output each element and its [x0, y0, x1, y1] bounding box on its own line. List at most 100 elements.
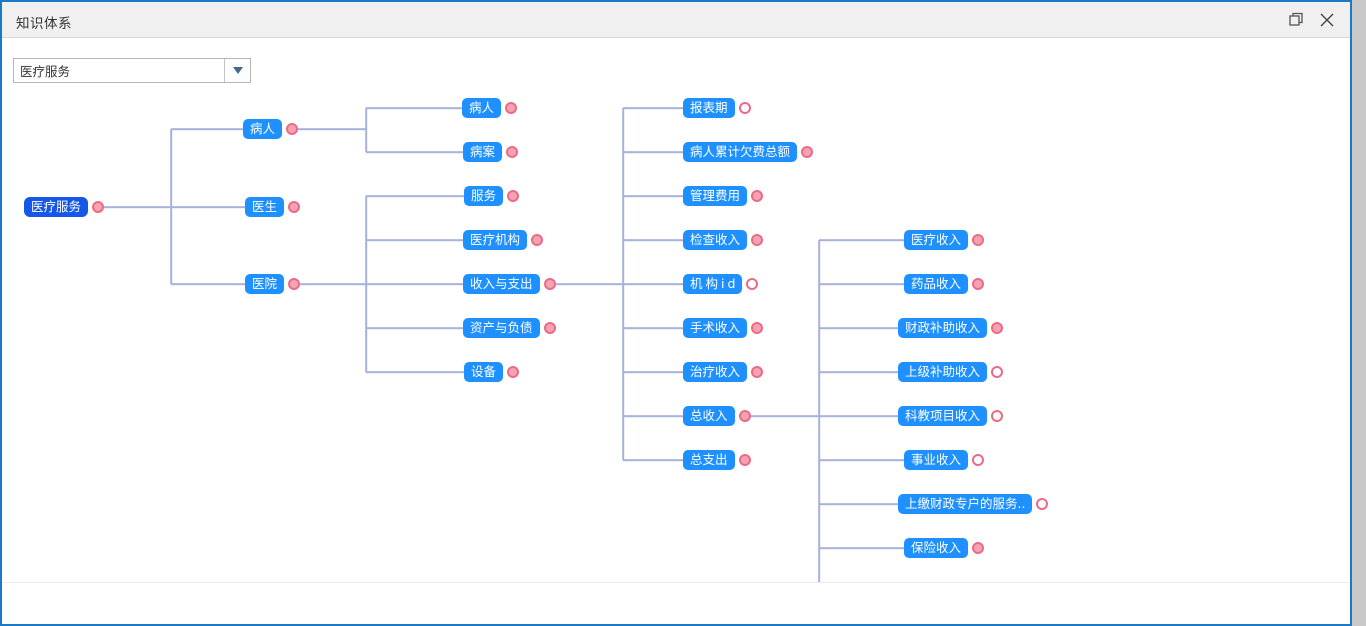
tree-node-connector-dot[interactable] — [286, 123, 298, 135]
toolbar: 医疗服务 — [2, 39, 1350, 67]
tree-node[interactable]: 总支出 — [683, 450, 735, 470]
tree-node-connector-dot[interactable] — [544, 322, 556, 334]
restore-window-icon[interactable] — [1282, 8, 1308, 32]
tree-node[interactable]: 医院 — [245, 274, 284, 294]
tree-connector — [623, 415, 683, 417]
tree-node-connector-dot[interactable] — [739, 102, 751, 114]
tree-node-connector-dot[interactable] — [972, 542, 984, 554]
tree-connector — [623, 459, 683, 461]
tree-node-label: 医疗服务 — [31, 197, 81, 217]
tree-connector — [366, 195, 464, 197]
tree-node-connector-dot[interactable] — [991, 322, 1003, 334]
tree-node[interactable]: 上缴财政专户的服务.. — [898, 494, 1032, 514]
tree-node-label: 病人累计欠费总额 — [690, 142, 790, 162]
tree-node-connector-dot[interactable] — [288, 278, 300, 290]
tree-node-label: 总支出 — [690, 450, 728, 470]
tree-node[interactable]: 药品收入 — [904, 274, 968, 294]
tree-node-connector-dot[interactable] — [92, 201, 104, 213]
tree-connector — [751, 415, 819, 417]
knowledge-tree-canvas[interactable]: 医疗服务 病人医生医院 病人病案服务医疗机构收入与支出资产与负债设备 报表期病人累计欠… — [2, 86, 1350, 582]
tree-node[interactable]: 资产与负债 — [463, 318, 540, 338]
tree-node[interactable]: 医生 — [245, 197, 284, 217]
tree-node-label: 检查收入 — [690, 230, 740, 250]
tree-connector — [623, 371, 683, 373]
tree-node-label: 管理费用 — [690, 186, 740, 206]
tree-node-connector-dot[interactable] — [507, 366, 519, 378]
tree-connector — [819, 547, 904, 549]
tree-node-connector-dot[interactable] — [751, 366, 763, 378]
tree-node-connector-dot[interactable] — [751, 322, 763, 334]
tree-node[interactable]: 事业收入 — [904, 450, 968, 470]
tree-node-connector-dot[interactable] — [288, 201, 300, 213]
tree-connector — [623, 151, 683, 153]
tree-node-connector-dot[interactable] — [544, 278, 556, 290]
tree-connector — [623, 195, 683, 197]
tree-node-connector-dot[interactable] — [746, 278, 758, 290]
tree-node[interactable]: 服务 — [464, 186, 503, 206]
tree-connector — [556, 283, 623, 285]
tree-node-connector-dot[interactable] — [505, 102, 517, 114]
tree-node-connector-dot[interactable] — [739, 410, 751, 422]
tree-node-label: 医生 — [252, 197, 277, 217]
tree-node-connector-dot[interactable] — [972, 278, 984, 290]
tree-node[interactable]: 机构id — [683, 274, 742, 294]
tree-node[interactable]: 病人 — [243, 119, 282, 139]
title-bar: 知识体系 — [2, 2, 1350, 38]
tree-node-connector-dot[interactable] — [1036, 498, 1048, 510]
tree-node[interactable]: 财政补助收入 — [898, 318, 987, 338]
tree-node-connector-dot[interactable] — [751, 234, 763, 246]
tree-node-connector-dot[interactable] — [506, 146, 518, 158]
tree-node-connector-dot[interactable] — [972, 234, 984, 246]
tree-connector — [819, 459, 904, 461]
tree-node[interactable]: 科教项目收入 — [898, 406, 987, 426]
tree-node[interactable]: 医疗机构 — [463, 230, 527, 250]
tree-node-connector-dot[interactable] — [507, 190, 519, 202]
tree-node[interactable]: 病人累计欠费总额 — [683, 142, 797, 162]
window-title: 知识体系 — [16, 12, 72, 32]
tree-node-connector-dot[interactable] — [991, 410, 1003, 422]
tree-node[interactable]: 医疗收入 — [904, 230, 968, 250]
tree-node[interactable]: 设备 — [464, 362, 503, 382]
tree-node[interactable]: 上级补助收入 — [898, 362, 987, 382]
tree-node[interactable]: 治疗收入 — [683, 362, 747, 382]
tree-node-connector-dot[interactable] — [739, 454, 751, 466]
tree-node[interactable]: 收入与支出 — [463, 274, 540, 294]
tree-connector — [623, 107, 683, 109]
tree-node[interactable]: 保险收入 — [904, 538, 968, 558]
tree-node-label: 上缴财政专户的服务.. — [905, 494, 1025, 514]
tree-node[interactable]: 手术收入 — [683, 318, 747, 338]
tree-connector — [171, 206, 245, 208]
tree-node[interactable]: 检查收入 — [683, 230, 747, 250]
chevron-down-icon[interactable] — [224, 59, 250, 82]
tree-node-label: 财政补助收入 — [905, 318, 980, 338]
tree-node[interactable]: 报表期 — [683, 98, 735, 118]
tree-node-connector-dot[interactable] — [972, 454, 984, 466]
tree-node-label: 事业收入 — [911, 450, 961, 470]
footer-divider — [2, 582, 1350, 583]
tree-node-connector-dot[interactable] — [801, 146, 813, 158]
tree-node-label: 报表期 — [690, 98, 728, 118]
tree-node-connector-dot[interactable] — [751, 190, 763, 202]
knowledge-domain-select[interactable]: 医疗服务 — [13, 58, 251, 83]
tree-connector — [819, 371, 898, 373]
tree-node[interactable]: 总收入 — [683, 406, 735, 426]
tree-connector — [366, 107, 462, 109]
tree-node-connector-dot[interactable] — [991, 366, 1003, 378]
tree-connector — [366, 239, 463, 241]
tree-node[interactable]: 管理费用 — [683, 186, 747, 206]
tree-connector — [623, 327, 683, 329]
tree-connector — [366, 151, 463, 153]
tree-node-connector-dot[interactable] — [531, 234, 543, 246]
tree-node-label: 病案 — [470, 142, 495, 162]
tree-connector — [623, 239, 683, 241]
close-icon[interactable] — [1314, 8, 1340, 32]
tree-connector — [171, 283, 245, 285]
tree-connector — [366, 371, 464, 373]
tree-node[interactable]: 病人 — [462, 98, 501, 118]
tree-node[interactable]: 医疗服务 — [24, 197, 88, 217]
tree-node[interactable]: 病案 — [463, 142, 502, 162]
tree-connector — [623, 283, 683, 285]
tree-node-label: 设备 — [471, 362, 496, 382]
tree-node-label: 科教项目收入 — [905, 406, 980, 426]
